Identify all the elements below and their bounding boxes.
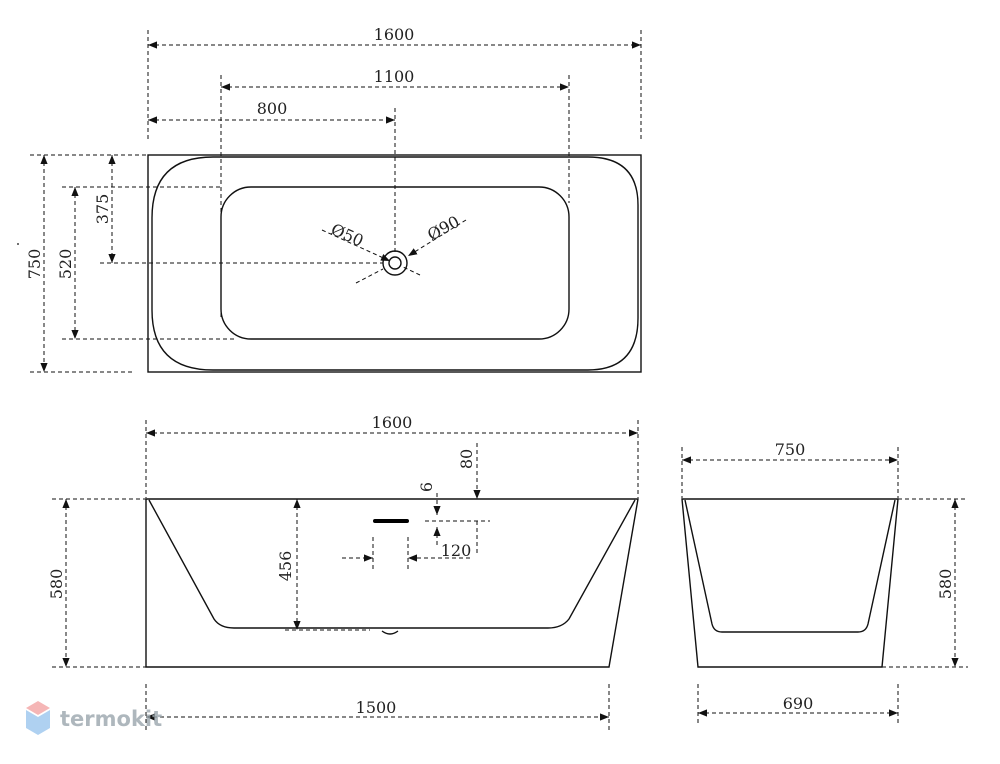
dim-label-plan-length: 1600 — [374, 25, 415, 44]
watermark-text: termokit — [60, 707, 162, 731]
dim-label-inner-depth: 456 — [276, 551, 295, 582]
termokit-logo-icon — [26, 701, 50, 735]
dim-label-drain-offset: 800 — [257, 99, 288, 118]
dim-label-side-width: 750 — [775, 440, 806, 459]
side-view: 750 580 690 — [681, 440, 968, 725]
dim-label-side-base-width: 690 — [783, 694, 814, 713]
side-inner-basin — [684, 499, 896, 633]
leader-outer-diameter-tail — [355, 268, 384, 284]
dim-label-drain-offset-outer: 1100 — [374, 67, 415, 86]
dim-label-side-height: 580 — [936, 569, 955, 600]
front-view: 1600 580 456 80 6 120 1500 — [47, 413, 639, 730]
drain — [382, 250, 408, 276]
leader-drain-diameter — [321, 229, 391, 262]
dim-label-overflow-width: 120 — [441, 541, 472, 560]
front-inner-basin — [148, 499, 636, 629]
plan-view: 1600 1100 800 750 520 375 Ø50 Ø90 — [25, 25, 642, 373]
watermark: termokit — [26, 701, 162, 735]
dim-label-overflow-height: 80 — [457, 449, 476, 469]
dim-label-front-length: 1600 — [372, 413, 413, 432]
leader-outer-diameter — [407, 219, 467, 257]
dim-label-inner-width: 520 — [56, 249, 75, 280]
dim-label-overflow-gap: 6 — [417, 482, 436, 492]
plan-rim-outline — [151, 156, 639, 371]
plan-outer-edge — [147, 154, 642, 373]
front-drain — [381, 630, 399, 635]
dim-label-drain-center: 375 — [93, 194, 112, 225]
drain-outer-ring — [382, 250, 408, 276]
dim-label-front-height: 580 — [47, 569, 66, 600]
dim-label-overall-width: 750 — [25, 249, 44, 280]
front-outer-body — [145, 498, 639, 668]
leader-drain-diameter-tail — [400, 265, 421, 276]
drain-inner-ring — [388, 256, 402, 270]
dim-label-drain-diameter: Ø50 — [328, 219, 366, 250]
dim-label-outer-diameter: Ø90 — [424, 212, 462, 244]
dim-label-base-length: 1500 — [356, 698, 397, 717]
side-outer-body — [681, 498, 899, 668]
stray-mark — [17, 243, 19, 245]
